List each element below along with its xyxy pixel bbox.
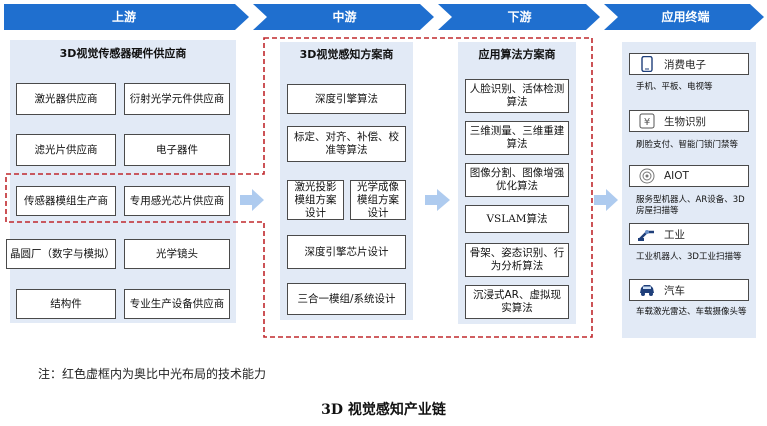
midstream-title: 3D视觉感知方案商: [299, 48, 394, 61]
app-desc: 工业机器人、3D工业扫描等: [636, 252, 742, 262]
arrow-right-icon: [240, 189, 264, 211]
upstream-item: 传感器模组生产商: [16, 186, 116, 216]
app-title-label: 工业: [664, 228, 685, 241]
midstream-item: 标定、对齐、补偿、校准等算法: [287, 126, 406, 162]
app-consumer-electronics: 消费电子: [629, 53, 749, 75]
downstream-item: VSLAM算法: [465, 205, 569, 233]
upstream-item: 晶圆厂（数字与模拟）: [6, 239, 116, 269]
car-icon: [638, 282, 656, 298]
stage-header-bar: [4, 4, 764, 30]
app-desc: 服务型机器人、AR设备、3D房屋扫描等: [636, 195, 745, 216]
figure-caption: 3D 视觉感知产业链: [321, 402, 446, 418]
app-industry: 工业: [629, 223, 749, 245]
upstream-item: 衍射光学元件供应商: [124, 83, 230, 115]
midstream-item: 深度引擎算法: [287, 84, 406, 114]
stage-label-midstream: 中游: [332, 10, 357, 24]
app-desc: 手机、平板、电视等: [636, 82, 713, 92]
upstream-item: 专业生产设备供应商: [124, 289, 230, 319]
stage-chevron-midstream: [253, 4, 434, 30]
app-title-label: AIOT: [664, 170, 689, 182]
app-title-label: 消费电子: [664, 58, 706, 71]
app-title-label: 汽车: [664, 284, 685, 297]
app-biometrics: ¥ 生物识别: [629, 110, 749, 132]
upstream-item: 电子器件: [124, 134, 230, 166]
stage-label-downstream: 下游: [507, 10, 532, 24]
smartphone-icon: [638, 56, 656, 72]
footnote: 注：红色虚框内为奥比中光布局的技术能力: [38, 367, 267, 381]
arrow-right-icon: [594, 189, 618, 211]
downstream-title: 应用算法方案商: [478, 48, 556, 61]
dashed-boundary: [5, 37, 593, 338]
stage-chevron-terminal: [604, 4, 764, 30]
stage-chevron-downstream: [438, 4, 600, 30]
upstream-item: 激光器供应商: [16, 83, 116, 115]
midstream-item: 光学成像模组方案设计: [350, 180, 406, 220]
robot-arm-icon: [638, 226, 656, 242]
midstream-item: 三合一模组/系统设计: [287, 283, 406, 315]
app-desc: 车载激光雷达、车载摄像头等: [636, 307, 747, 317]
app-title-label: 生物识别: [664, 115, 706, 128]
payment-icon: ¥: [638, 113, 656, 129]
midstream-item: 激光投影模组方案设计: [287, 180, 344, 220]
stage-chevron-upstream: [4, 4, 249, 30]
downstream-item: 图像分割、图像增强优化算法: [465, 163, 569, 197]
arrow-right-icon: [425, 189, 450, 211]
stage-label-terminal: 应用终端: [661, 10, 710, 24]
aiot-icon: [638, 168, 656, 184]
upstream-item: 滤光片供应商: [16, 134, 116, 166]
downstream-item: 三维测量、三维重建算法: [465, 121, 569, 155]
downstream-item: 沉浸式AR、虚拟现实算法: [465, 285, 569, 319]
upstream-item: 专用感光芯片供应商: [124, 186, 230, 216]
svg-text:¥: ¥: [644, 117, 650, 128]
downstream-item: 人脸识别、活体检测算法: [465, 79, 569, 113]
upstream-item: 结构件: [16, 289, 116, 319]
downstream-item: 骨架、姿态识别、行为分析算法: [465, 243, 569, 277]
stage-label-upstream: 上游: [111, 10, 136, 24]
upstream-item: 光学镜头: [124, 239, 230, 269]
midstream-item: 深度引擎芯片设计: [287, 235, 406, 269]
app-aiot: AIOT: [629, 165, 749, 187]
app-desc: 刷脸支付、智能门锁门禁等: [636, 140, 739, 150]
app-automotive: 汽车: [629, 279, 749, 301]
upstream-title: 3D视觉传感器硬件供应商: [59, 47, 187, 60]
